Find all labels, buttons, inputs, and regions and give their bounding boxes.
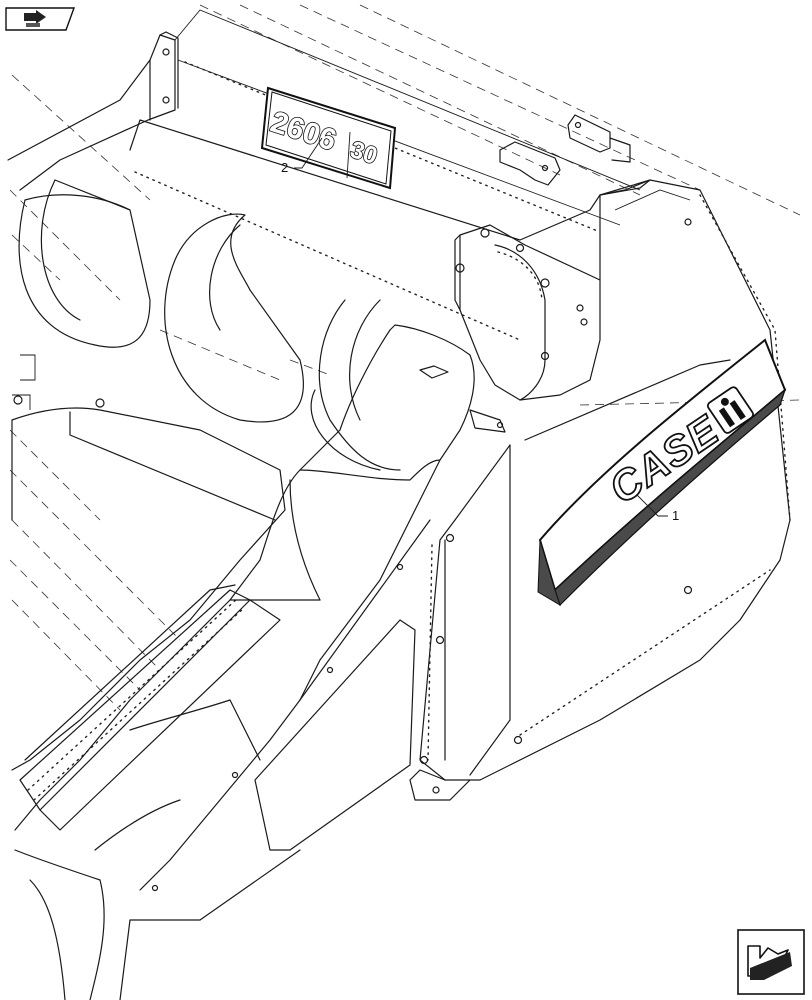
callout-1: 1 [636, 494, 679, 523]
auger-flighting [18, 179, 401, 471]
callout-1-number: 1 [672, 508, 679, 523]
header-frame [7, 9, 651, 341]
callout-2-number: 2 [281, 160, 288, 175]
brand-decal: CASE [537, 338, 787, 607]
right-side-panel [409, 179, 791, 801]
left-deck [11, 354, 286, 771]
gearbox-housing [454, 224, 601, 433]
next-page-arrow-icon[interactable] [737, 929, 805, 995]
ih-emblem-icon [706, 386, 754, 434]
lower-shield-panel [119, 519, 431, 1000]
book-arrow-icon[interactable] [5, 7, 75, 31]
model-decal: 2606 30 [260, 86, 397, 190]
center-conveyor [14, 324, 475, 1000]
cutter-bar [19, 584, 281, 831]
background-guide-lines [9, 4, 801, 711]
callout-2: 2 [281, 137, 323, 175]
